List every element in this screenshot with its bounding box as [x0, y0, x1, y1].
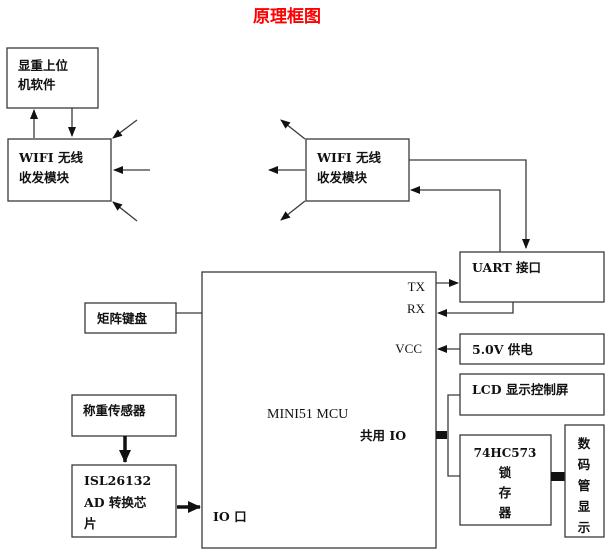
shared-io-bus-line — [447, 394, 460, 477]
keypad-block: 矩阵键盘 — [84, 302, 177, 334]
pc-software-label-line1: 显重上位 — [18, 58, 69, 73]
segment-label-char: 管 — [578, 478, 591, 493]
arrow-wifi-to-uart — [409, 159, 530, 249]
lcd-label: LCD 显示控制屏 — [472, 382, 569, 397]
wireless-out-arrow-bottom — [280, 200, 306, 221]
segment-label-char: 数 — [577, 436, 591, 451]
segment-label-char: 码 — [578, 457, 591, 472]
mcu-name: MINI51 MCU — [267, 407, 348, 422]
wifi-right-label-line2: 收发模块 — [317, 170, 368, 185]
wifi-right-block: WIFI 无线 收发模块 — [305, 138, 410, 202]
shared-io-bus-connector — [436, 431, 447, 439]
adc-label-line3: 片 — [84, 516, 97, 531]
power-label: 5.0V 供电 — [472, 342, 533, 357]
mcu-pin-vcc: VCC — [395, 341, 422, 356]
mcu-pin-tx: TX — [408, 279, 426, 294]
wireless-out-arrow-top — [280, 119, 306, 140]
pc-software-block: 显重上位 机软件 — [6, 47, 99, 109]
mcu-block: MINI51 MCU 共用 IO TX RX VCC IO 口 — [201, 271, 437, 549]
latch-to-display-bus — [551, 472, 565, 481]
latch-label-line1: 74HC573 — [474, 446, 537, 460]
power-block: 5.0V 供电 — [459, 333, 605, 365]
mcu-shared-io-label: 共用 IO — [360, 428, 406, 443]
latch-label-line4: 器 — [498, 505, 512, 520]
arrow-uart-to-wifi — [410, 186, 501, 252]
uart-block: UART 接口 — [459, 251, 605, 303]
adc-block: ISL26132 AD 转换芯 片 — [71, 464, 177, 538]
segment-label-char: 显 — [578, 499, 591, 514]
adc-label-line1: ISL26132 — [84, 473, 151, 488]
pc-software-label-line2: 机软件 — [18, 77, 56, 92]
wifi-left-block: WIFI 无线 收发模块 — [7, 138, 112, 202]
mcu-pin-io: IO 口 — [213, 509, 247, 524]
latch-label-line2: 锁 — [499, 465, 512, 480]
wireless-in-arrow-top — [112, 119, 138, 139]
wireless-in-arrow-bottom — [112, 201, 138, 222]
segment-display-block: 数 码 管 显 示 — [564, 424, 605, 538]
sensor-block: 称重传感器 — [71, 394, 177, 437]
keypad-label: 矩阵键盘 — [97, 311, 148, 326]
lcd-block: LCD 显示控制屏 — [459, 373, 605, 416]
arrow-uart-to-rx — [437, 302, 514, 317]
wifi-left-label-line1: WIFI 无线 — [18, 150, 83, 165]
segment-label-char: 示 — [577, 520, 591, 535]
sensor-label: 称重传感器 — [83, 403, 146, 418]
latch-block: 74HC573 锁 存 器 — [459, 434, 552, 526]
diagram-title: 原理框图 — [253, 6, 321, 27]
wifi-right-label-line1: WIFI 无线 — [316, 150, 381, 165]
uart-label: UART 接口 — [472, 260, 541, 275]
adc-label-line2: AD 转换芯 — [83, 495, 147, 510]
wifi-left-label-line2: 收发模块 — [19, 170, 70, 185]
latch-label-line3: 存 — [498, 485, 512, 500]
mcu-pin-rx: RX — [407, 301, 426, 316]
